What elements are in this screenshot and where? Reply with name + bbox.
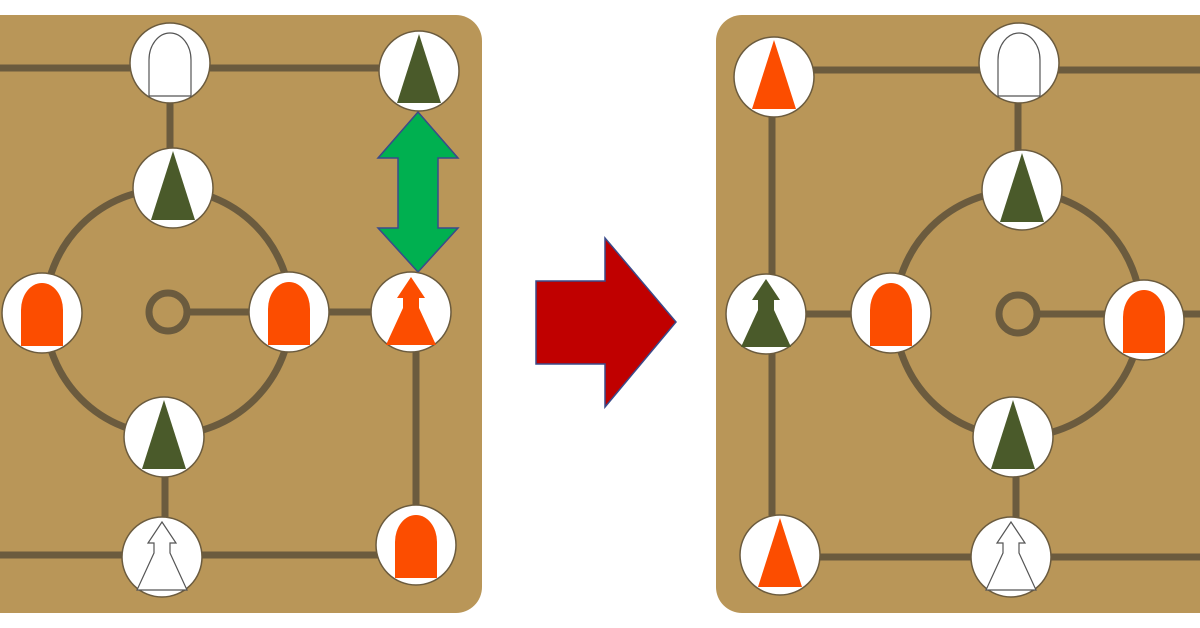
node-circle-bottom xyxy=(972,396,1054,478)
center-hole xyxy=(995,291,1041,337)
node-circle-top xyxy=(132,147,214,229)
orange-arch-piece-icon xyxy=(268,282,310,345)
board-before xyxy=(0,15,482,613)
orange-arch-piece-icon xyxy=(21,283,63,346)
node-circle-left xyxy=(850,272,932,354)
white-pawn-piece-icon xyxy=(136,520,188,591)
green-triangle-piece-icon xyxy=(151,151,195,220)
node-top-right xyxy=(378,30,460,112)
center-hole xyxy=(145,289,191,335)
node-circle-left xyxy=(1,272,83,354)
node-bottom-center xyxy=(970,516,1052,598)
node-left-middle xyxy=(725,273,807,355)
green-triangle-piece-icon xyxy=(397,34,441,103)
orange-pawn-piece-icon xyxy=(386,277,436,345)
node-bottom-center xyxy=(121,516,203,598)
node-circle-right xyxy=(248,271,330,353)
node-circle-bottom xyxy=(123,396,205,478)
orange-triangle-piece-icon xyxy=(758,518,802,587)
green-triangle-piece-icon xyxy=(991,400,1035,469)
node-top-left xyxy=(733,36,815,118)
node-bottom-right xyxy=(375,504,457,586)
white-pawn-piece-icon xyxy=(985,520,1037,591)
orange-arch-piece-icon xyxy=(870,283,912,346)
node-circle-top xyxy=(981,149,1063,231)
node-bottom-left xyxy=(739,514,821,596)
right-arrow-icon xyxy=(535,235,677,410)
orange-arch-piece-icon xyxy=(395,515,437,578)
node-circle-right xyxy=(1103,279,1185,361)
green-triangle-piece-icon xyxy=(142,400,186,469)
node-top-center xyxy=(129,22,211,104)
green-triangle-piece-icon xyxy=(1000,153,1044,222)
white-arch-piece-icon xyxy=(997,32,1041,97)
node-top-center xyxy=(978,22,1060,104)
orange-triangle-piece-icon xyxy=(752,40,796,109)
green-pawn-piece-icon xyxy=(741,279,791,347)
white-arch-piece-icon xyxy=(148,32,192,97)
board-after xyxy=(716,15,1200,613)
node-right-middle xyxy=(370,271,452,353)
board-background xyxy=(716,15,1200,613)
orange-arch-piece-icon xyxy=(1123,290,1165,353)
